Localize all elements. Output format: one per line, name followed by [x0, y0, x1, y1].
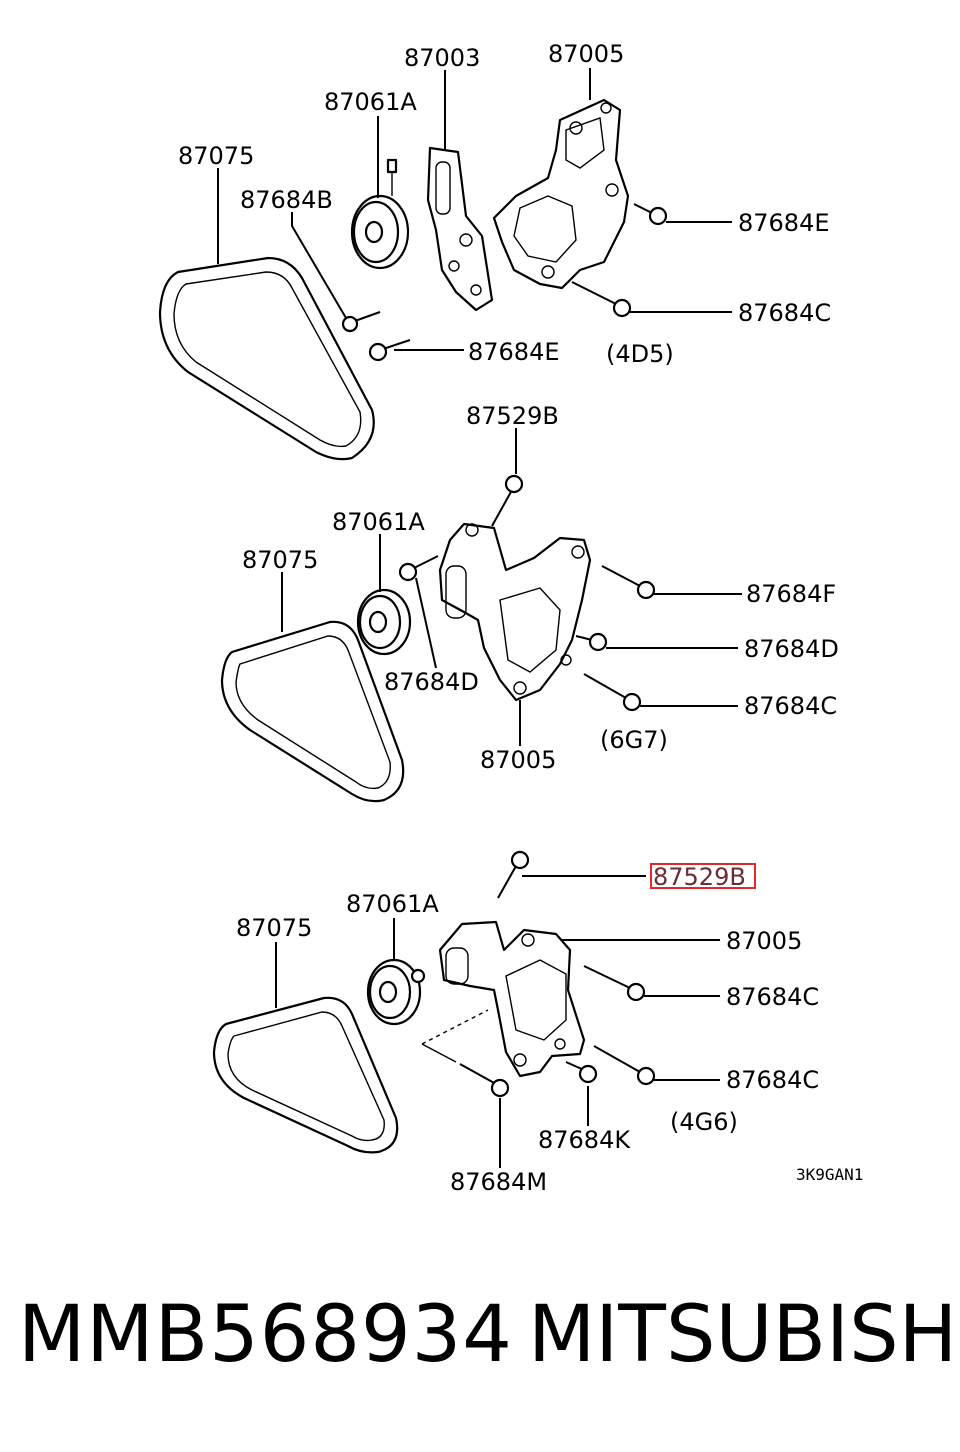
label-87684c-a: 87684C: [738, 299, 831, 327]
label-87075-c: 87075: [236, 914, 312, 942]
label-87005-c: 87005: [726, 927, 802, 955]
bracket-87005-a: [492, 98, 630, 290]
label-87003: 87003: [404, 44, 480, 72]
label-87684b: 87684B: [240, 186, 333, 214]
label-87061a-a: 87061A: [324, 88, 417, 116]
idler-pulley-b: [356, 588, 412, 656]
bolt-87684k: [565, 1061, 598, 1084]
brand-name: MITSUBISHI: [528, 1290, 960, 1380]
bolt-87684c-b: [583, 673, 642, 712]
label-87529b-highlighted: 87529B: [653, 863, 746, 891]
bolt-87684m: [459, 1063, 510, 1098]
diagram-code: 3K9GAN1: [796, 1165, 863, 1184]
engine-code-4d5: (4D5): [606, 340, 674, 368]
bolt-87684c-a: [571, 281, 632, 318]
section-4d5: 87003 87005 87061A 87075 87684B 87684E 8…: [158, 40, 831, 461]
label-87005-a: 87005: [548, 40, 624, 68]
belt-87075-b: [220, 620, 405, 803]
part-number: MMB568934: [18, 1290, 513, 1380]
belt-87075-a: [158, 256, 375, 461]
label-87684d-right: 87684D: [744, 635, 839, 663]
engine-code-4g6: (4G6): [670, 1108, 738, 1136]
label-87684k: 87684K: [538, 1126, 631, 1154]
idler-pulley-c: [366, 958, 426, 1026]
bolt-87684d-left: [398, 555, 439, 582]
label-87061a-c: 87061A: [346, 890, 439, 918]
label-87075-a: 87075: [178, 142, 254, 170]
bolt-87684e-left: [368, 339, 411, 362]
bolt-87529b-c: [497, 850, 530, 899]
label-87684f: 87684F: [746, 580, 836, 608]
label-87075-b: 87075: [242, 546, 318, 574]
highlight-box-87529b: [650, 863, 756, 889]
bolt-87684c-c-lower: [593, 1045, 656, 1086]
label-87529b-b: 87529B: [466, 402, 559, 430]
label-87684e-left: 87684E: [468, 338, 560, 366]
bolt-87684f: [601, 565, 656, 600]
section-6g7: 87529B 87061A 87075 87684F 87684D 87684D…: [220, 402, 839, 803]
bolt-87684e-right: [633, 203, 668, 226]
label-87061a-b: 87061A: [332, 508, 425, 536]
label-87684c-c-lower: 87684C: [726, 1066, 819, 1094]
belt-87075-c: [212, 996, 399, 1154]
bolt-87529b-b: [491, 474, 524, 527]
label-87005-b: 87005: [480, 746, 556, 774]
bracket-87005-c: [438, 920, 586, 1078]
bolt-87684d-right: [575, 632, 608, 652]
label-87684m: 87684M: [450, 1168, 547, 1196]
engine-code-6g7: (6G7): [600, 726, 668, 754]
bracket-87005-b: [438, 522, 592, 702]
label-87684d-left: 87684D: [384, 668, 479, 696]
section-4g6: 87529B 87061A 87075 87005 87684C 87684C …: [212, 850, 863, 1196]
bolt-87684b: [341, 311, 381, 333]
label-87684e-right: 87684E: [738, 209, 830, 237]
footer: MMB568934 MITSUBISHI: [0, 1290, 960, 1390]
label-87684c-b: 87684C: [744, 692, 837, 720]
label-87684c-c-upper: 87684C: [726, 983, 819, 1011]
idler-pulley-a: [350, 158, 410, 270]
bolt-87684c-c-upper: [583, 965, 646, 1002]
tensioner-87003: [426, 146, 494, 312]
